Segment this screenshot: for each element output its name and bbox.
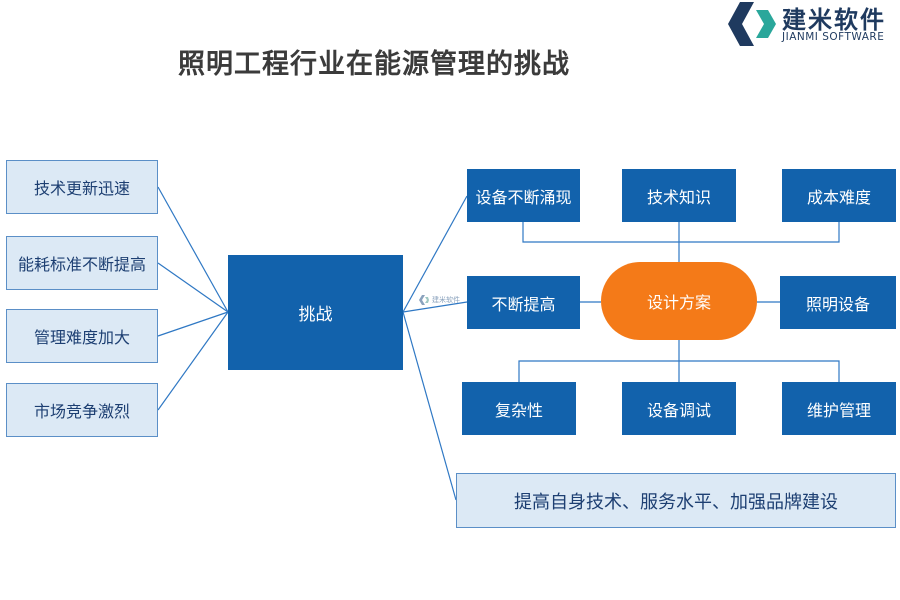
logo-tagline: JIANMI SOFTWARE [782,31,885,43]
watermark-icon [419,295,429,305]
left-item-3: 管理难度加大 [6,309,158,363]
bottom-item-1: 复杂性 [462,382,576,435]
left-item-1: 技术更新迅速 [6,160,158,214]
top-item-1: 设备不断涌现 [467,169,580,222]
page-title: 照明工程行业在能源管理的挑战 [178,49,570,80]
watermark-text: 建米软件 [432,296,460,304]
brand-logo: 建米软件 JIANMI SOFTWARE [726,0,900,46]
middle-item-right: 照明设备 [780,276,896,329]
top-item-2: 技术知识 [622,169,736,222]
left-item-2: 能耗标准不断提高 [6,236,158,290]
bottom-item-2: 设备调试 [622,382,736,435]
left-item-4: 市场竞争激烈 [6,383,158,437]
bottom-item-3: 维护管理 [782,382,896,435]
top-item-3: 成本难度 [782,169,896,222]
conclusion-box: 提高自身技术、服务水平、加强品牌建设 [456,473,896,528]
center-challenge: 挑战 [228,255,403,370]
logo-mark-icon [728,2,776,46]
hub-design-plan: 设计方案 [601,262,757,340]
middle-item-left: 不断提高 [467,276,580,329]
logo-name: 建米软件 [782,6,886,34]
